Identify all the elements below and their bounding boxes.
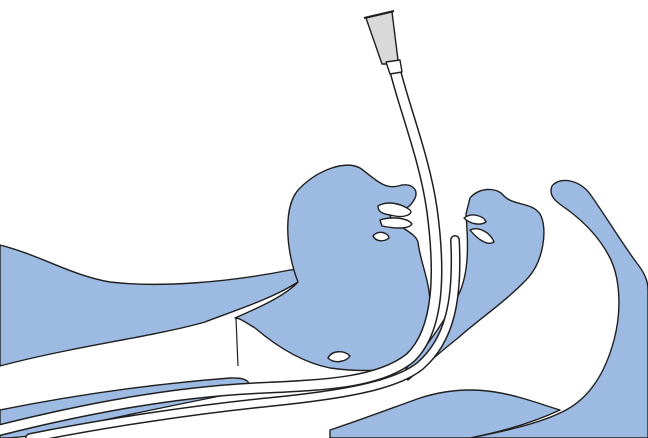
oral-fold-3 [373, 232, 389, 240]
tube-connector-ring [386, 60, 402, 74]
tongue-cut-line [236, 318, 238, 366]
oral-fold-2 [380, 218, 412, 228]
tube-connector [366, 12, 398, 64]
lower-face-tissue [0, 245, 300, 366]
tongue-tissue [235, 165, 430, 370]
